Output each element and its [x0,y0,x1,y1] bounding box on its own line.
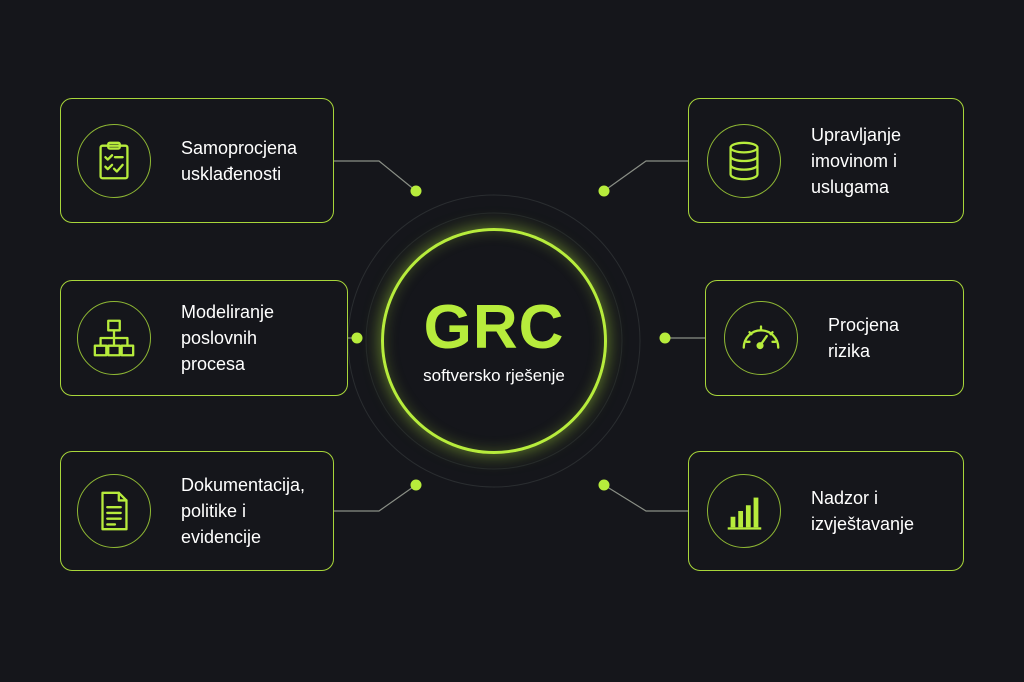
node-label: Dokumentacija, politike i evidencije [181,475,306,547]
connector-monitoring-reporting [603,484,688,512]
outer-ring [347,194,641,488]
hub-title: GRC [423,293,565,362]
card-self-assessment: Samoprocjena usklađenosti [60,98,334,223]
clipboard-checklist-icon [77,123,151,198]
node-label: Procjena rizika [828,315,900,361]
card-risk-assessment: Procjena rizika [705,280,964,396]
dot-monitoring-reporting [598,479,610,491]
dot-process-modeling [351,332,363,344]
connector-documentation [334,484,417,512]
node-label: Nadzor i izvještavanje [811,488,915,534]
connector-asset-management [603,160,688,192]
dot-risk-assessment [659,332,671,344]
middle-ring [365,212,623,470]
dot-asset-management [598,185,610,197]
hub-subtitle: softversko rješenje [423,366,565,385]
dot-self-assessment [410,185,422,197]
node-label: Modeliranje poslovnih procesa [181,302,275,374]
card-process-modeling: Modeliranje poslovnih procesa [60,280,348,396]
node-label: Upravljanje imovinom i uslugama [811,124,902,197]
card-asset-management: Upravljanje imovinom i uslugama [688,98,964,223]
document-icon [77,474,151,548]
database-icon [707,123,781,198]
card-documentation: Dokumentacija, politike i evidencije [60,451,334,571]
dot-documentation [410,479,422,491]
gauge-icon [724,301,798,375]
connector-self-assessment [334,160,417,192]
card-monitoring-reporting: Nadzor i izvještavanje [688,451,964,571]
bar-chart-icon [707,474,781,548]
node-label: Samoprocjena usklađenosti [181,137,298,184]
flowchart-icon [77,301,151,375]
grc-hub: GRC softversko rješenje [381,228,607,454]
